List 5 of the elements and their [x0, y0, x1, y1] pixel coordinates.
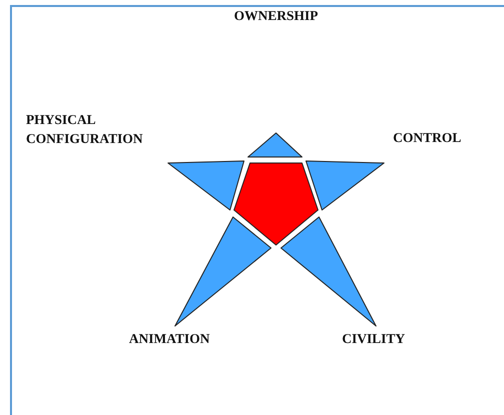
dimension-label: CIVILITY	[342, 330, 406, 348]
dimension-label: ANIMATION	[129, 330, 211, 348]
dimension-label: PHYSICAL CONFIGURATION	[26, 111, 144, 148]
dimension-label: OWNERSHIP	[232, 7, 319, 25]
dimension-label: CONTROL	[393, 129, 462, 147]
